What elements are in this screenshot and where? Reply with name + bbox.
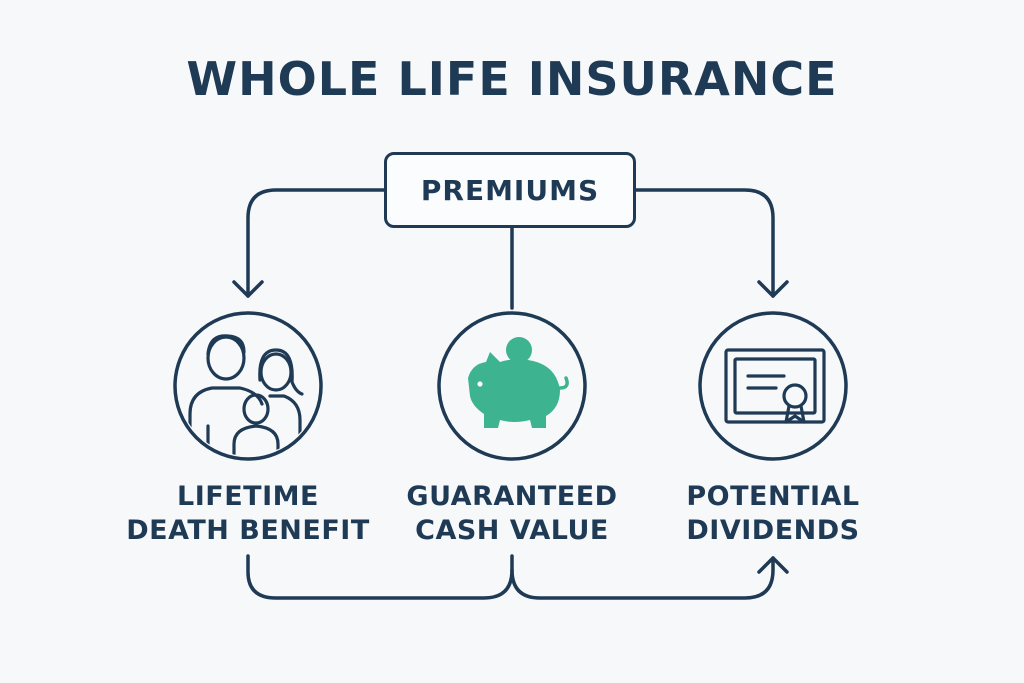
- bottom-bracket-left: [246, 554, 514, 600]
- benefit-label-line2: DIVIDENDS: [686, 515, 860, 546]
- page-title: WHOLE LIFE INSURANCE: [186, 52, 838, 106]
- benefit-label-dividends: POTENTIAL DIVIDENDS: [643, 480, 903, 548]
- certificate-icon: [724, 348, 826, 424]
- arrowhead-down-right: [757, 280, 789, 298]
- benefit-label-death-benefit: LIFETIME DEATH BENEFIT: [118, 480, 378, 548]
- connector-left-arrow: [246, 188, 386, 298]
- arrowhead-down-left: [232, 280, 264, 298]
- benefit-circle-right: [698, 311, 848, 461]
- connector-right-arrow: [634, 188, 775, 298]
- premiums-node: PREMIUMS: [384, 152, 636, 228]
- benefit-circle-left: [173, 311, 323, 461]
- benefit-label-line2: CASH VALUE: [415, 515, 609, 546]
- benefit-circle-center: [437, 311, 587, 461]
- benefit-label-cash-value: GUARANTEED CASH VALUE: [382, 480, 642, 548]
- benefit-label-line1: GUARANTEED: [406, 481, 618, 512]
- benefit-label-line2: DEATH BENEFIT: [126, 515, 370, 546]
- benefit-label-line1: POTENTIAL: [686, 481, 860, 512]
- family-icon: [188, 334, 304, 456]
- arrowhead-up-right: [757, 556, 789, 574]
- piggy-bank-icon: [468, 337, 569, 428]
- benefit-label-line1: LIFETIME: [177, 481, 319, 512]
- bottom-bracket-right: [510, 556, 775, 600]
